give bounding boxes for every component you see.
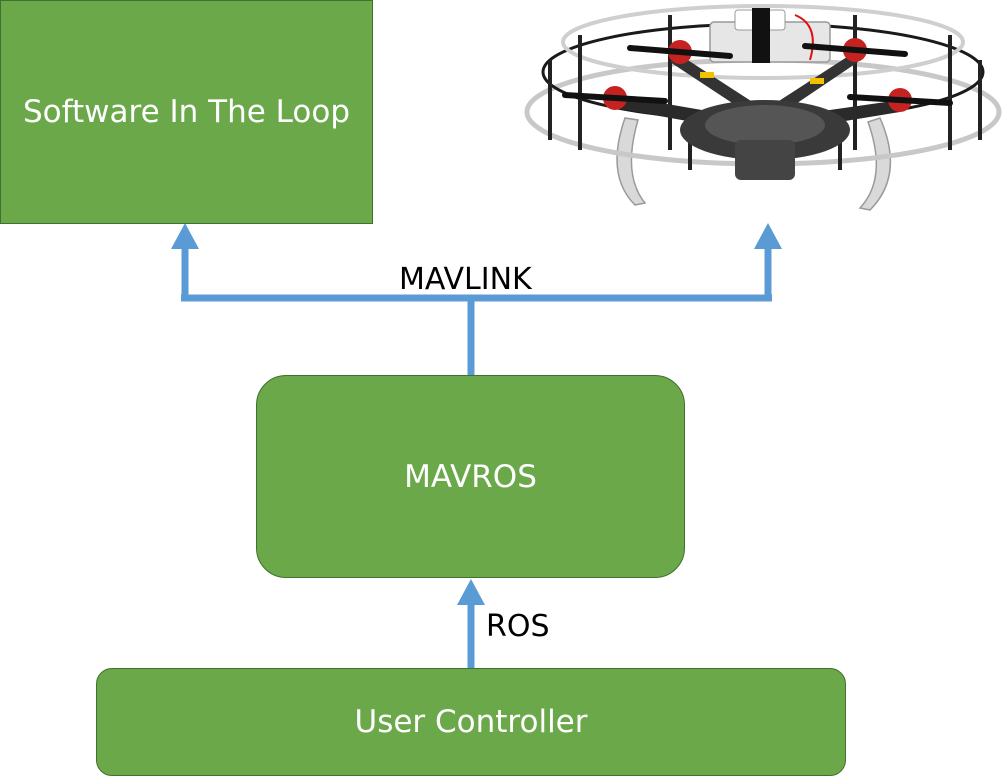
mavlink-label: MAVLINK — [399, 262, 532, 297]
user-controller-label: User Controller — [354, 704, 588, 740]
software-in-the-loop-label: Software In The Loop — [23, 94, 350, 130]
sil-arrowhead-icon — [171, 223, 199, 249]
drone-arrowhead-icon — [754, 223, 782, 249]
mavros-box: MAVROS — [256, 375, 685, 578]
software-in-the-loop-box: Software In The Loop — [0, 0, 373, 224]
drone-icon — [524, 4, 1002, 211]
mavros-label: MAVROS — [404, 458, 537, 495]
user-controller-box: User Controller — [96, 668, 846, 776]
mavros-arrowhead-icon — [457, 579, 485, 605]
ros-label: ROS — [486, 609, 550, 644]
